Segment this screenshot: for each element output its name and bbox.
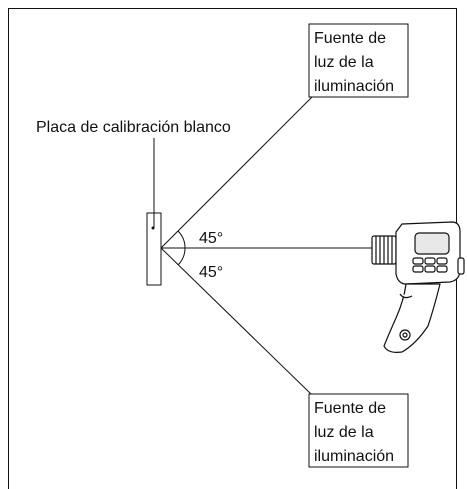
light-source-top-line-3: iluminación [314,78,394,95]
angle-label-top: 45° [199,230,223,247]
luminance-meter-icon [371,221,465,353]
angle-label-bottom: 45° [199,264,223,281]
angle-arc-top [177,230,186,249]
ray-top [160,96,313,249]
light-source-top-line-1: Fuente de [314,30,386,47]
light-source-top-line-2: luz de la [314,54,374,71]
light-source-bottom-box [308,393,409,468]
plate-label: Placa de calibración blanco [36,119,231,136]
angle-arc-bottom [177,247,186,266]
light-source-top-box [308,23,409,98]
light-source-bottom-line-1: Fuente de [314,400,386,417]
ray-bottom [160,247,312,395]
light-source-bottom-line-2: luz de la [314,424,374,441]
light-source-bottom-line-3: iluminación [314,448,394,465]
